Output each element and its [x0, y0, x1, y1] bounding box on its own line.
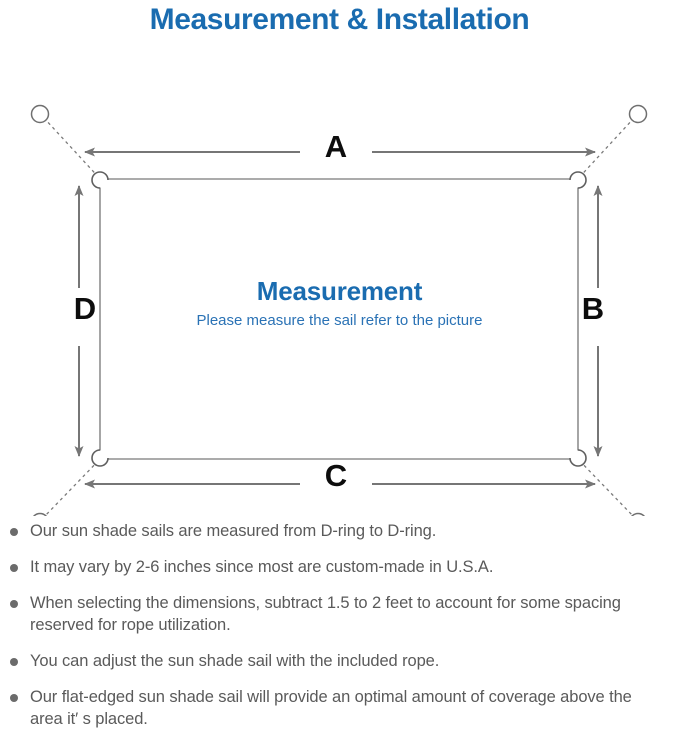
page-title: Measurement & Installation — [149, 3, 530, 36]
anchor-point-top-left — [30, 104, 50, 124]
bullet-icon — [10, 564, 18, 572]
anchor-point-top-right — [628, 104, 648, 124]
measurement-diagram: A B C D Measurement Please measure the s… — [0, 38, 679, 516]
notes-list: Our sun shade sails are measured from D-… — [0, 520, 679, 744]
bullet-icon — [10, 600, 18, 608]
anchor-points — [30, 104, 648, 516]
anchor-point-bottom-left — [32, 512, 48, 516]
dimension-label-a: A — [324, 129, 348, 164]
list-item: Our flat-edged sun shade sail will provi… — [10, 686, 665, 730]
note-text: Our sun shade sails are measured from D-… — [30, 522, 437, 540]
bullet-icon — [10, 694, 18, 702]
dimension-label-b: B — [581, 291, 605, 326]
dimension-label-c: C — [324, 458, 348, 493]
sail-outline — [99, 178, 579, 460]
rope-line-top-right — [574, 117, 635, 183]
rope-line-top-left — [43, 117, 104, 183]
d-ring-top-left — [91, 171, 109, 189]
dimension-label-d: D — [73, 291, 97, 326]
list-item: You can adjust the sun shade sail with t… — [10, 650, 665, 672]
measurement-subtext: Please measure the sail refer to the pic… — [196, 312, 483, 329]
list-item: When selecting the dimensions, subtract … — [10, 592, 665, 636]
d-ring-top-right — [569, 171, 587, 189]
anchor-point-bottom-right — [630, 512, 646, 516]
diagram-canvas — [30, 104, 648, 516]
rope-line-bottom-right — [574, 455, 634, 516]
list-item: Our sun shade sails are measured from D-… — [10, 520, 665, 542]
bullet-icon — [10, 658, 18, 666]
d-ring-bottom-right — [569, 449, 587, 467]
bullet-icon — [10, 528, 18, 536]
d-rings — [91, 171, 587, 467]
rope-lines — [43, 117, 635, 516]
note-text: Our flat-edged sun shade sail will provi… — [30, 688, 632, 728]
note-text: You can adjust the sun shade sail with t… — [30, 652, 440, 670]
note-text: When selecting the dimensions, subtract … — [30, 594, 621, 634]
list-item: It may vary by 2-6 inches since most are… — [10, 556, 665, 578]
rope-line-bottom-left — [44, 455, 104, 516]
measurement-heading: Measurement — [256, 276, 423, 306]
d-ring-bottom-left — [91, 449, 109, 467]
note-text: It may vary by 2-6 inches since most are… — [30, 558, 494, 576]
diagram-center-text: Measurement Please measure the sail refe… — [0, 276, 679, 332]
